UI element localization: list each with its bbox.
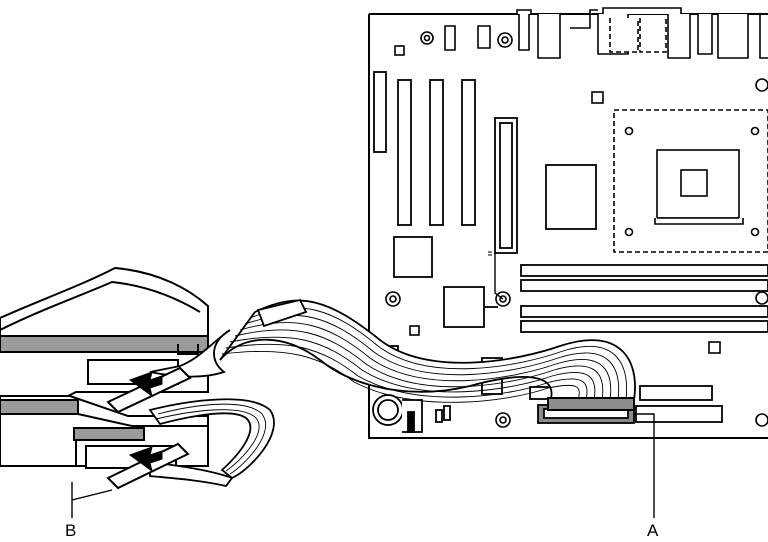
pci-slot: [461, 79, 476, 226]
chip: [393, 236, 433, 278]
pci-slot: [397, 79, 412, 226]
processor-socket: [613, 109, 768, 253]
mount-hole: [755, 413, 768, 427]
slot: [373, 71, 387, 153]
insertion-arrows: [128, 371, 163, 473]
callout-label-b: B: [65, 521, 76, 540]
memory-slots: [520, 264, 768, 333]
mount-hole: [755, 291, 768, 305]
mount-hole: [755, 78, 768, 92]
chip: [443, 286, 485, 328]
chipset: [545, 164, 597, 230]
rear-io-connectors: [420, 7, 768, 59]
ribbon-cable: [148, 298, 636, 488]
dimm-slot: [520, 264, 768, 277]
board-details: [385, 45, 768, 428]
arrow-icon: [128, 371, 163, 398]
chips: [393, 164, 597, 395]
expansion-slots: [373, 71, 518, 300]
callout-a: [634, 413, 655, 518]
pci-slot: [429, 79, 444, 226]
header-connector: [639, 385, 713, 401]
callout-label-a: A: [647, 521, 659, 540]
cable-plug-board: [547, 397, 635, 411]
arrow-icon: [128, 446, 163, 473]
callout-b: [71, 482, 113, 518]
dimm-slot: [520, 279, 768, 292]
dimm-slot: [520, 305, 768, 318]
dimm-slot: [520, 320, 768, 333]
